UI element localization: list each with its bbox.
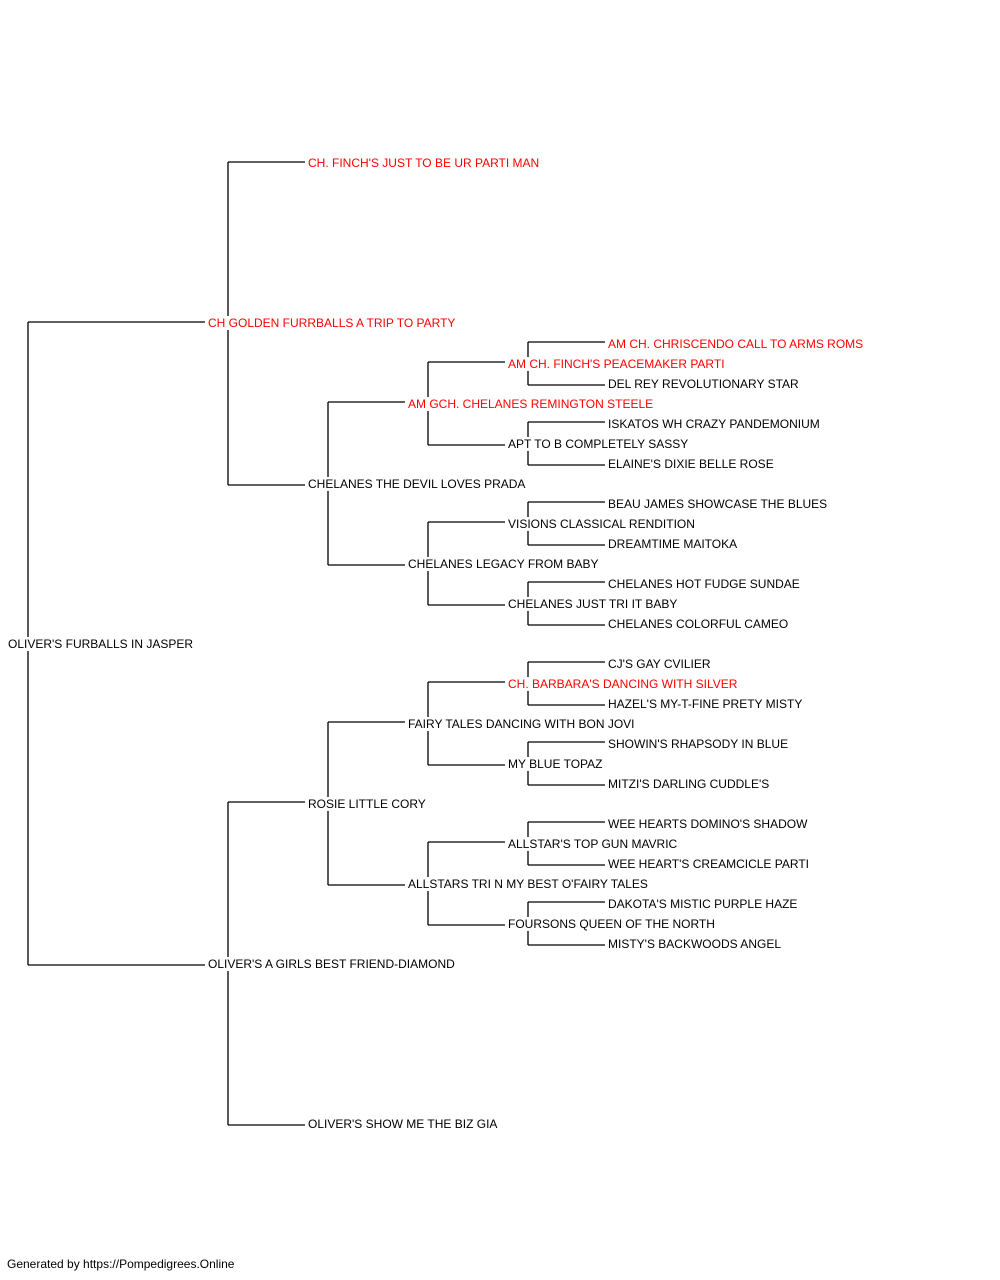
- pedigree-ancestor-gen6: CHELANES HOT FUDGE SUNDAE: [607, 577, 801, 591]
- pedigree-ancestor-gen5: MY BLUE TOPAZ: [507, 757, 604, 771]
- pedigree-ancestor-gen6: DEL REY REVOLUTIONARY STAR: [607, 377, 800, 391]
- pedigree-ancestor-gen6: AM CH. CHRISCENDO CALL TO ARMS ROMS: [607, 337, 865, 351]
- pedigree-ancestor-gen6: MISTY'S BACKWOODS ANGEL: [607, 937, 782, 951]
- pedigree-ancestor-gen5: AM CH. FINCH'S PEACEMAKER PARTI: [507, 357, 726, 371]
- pedigree-ancestor-gen5: CH. BARBARA'S DANCING WITH SILVER: [507, 677, 739, 691]
- generated-by-footer: Generated by https://Pompedigrees.Online: [7, 1257, 235, 1271]
- pedigree-dam: OLIVER'S A GIRLS BEST FRIEND-DIAMOND: [207, 957, 456, 971]
- pedigree-ancestor-gen6: ELAINE'S DIXIE BELLE ROSE: [607, 457, 775, 471]
- pedigree-ancestor-gen6: SHOWIN'S RHAPSODY IN BLUE: [607, 737, 790, 751]
- pedigree-ancestor-gen5: FOURSONS QUEEN OF THE NORTH: [507, 917, 716, 931]
- pedigree-ancestor-gen5: APT TO B COMPLETELY SASSY: [507, 437, 690, 451]
- pedigree-ancestor-gen6: BEAU JAMES SHOWCASE THE BLUES: [607, 497, 829, 511]
- pedigree-ancestor-gen5: CHELANES JUST TRI IT BABY: [507, 597, 679, 611]
- pedigree-ancestor-gen4: AM GCH. CHELANES REMINGTON STEELE: [407, 397, 655, 411]
- pedigree-ancestor-gen6: CHELANES COLORFUL CAMEO: [607, 617, 790, 631]
- pedigree-ancestor-gen6: DREAMTIME MAITOKA: [607, 537, 739, 551]
- pedigree-sire-dam: CHELANES THE DEVIL LOVES PRADA: [307, 477, 527, 491]
- pedigree-ancestor-gen4: FAIRY TALES DANCING WITH BON JOVI: [407, 717, 636, 731]
- pedigree-ancestor-gen6: MITZI'S DARLING CUDDLE'S: [607, 777, 771, 791]
- pedigree-sire: CH GOLDEN FURRBALLS A TRIP TO PARTY: [207, 316, 457, 330]
- pedigree-ancestor-gen5: VISIONS CLASSICAL RENDITION: [507, 517, 696, 531]
- pedigree-ancestor-gen6: ISKATOS WH CRAZY PANDEMONIUM: [607, 417, 821, 431]
- pedigree-subject: OLIVER'S FURBALLS IN JASPER: [7, 637, 195, 651]
- pedigree-ancestor-gen5: ALLSTAR'S TOP GUN MAVRIC: [507, 837, 679, 851]
- pedigree-ancestor-gen6: HAZEL'S MY-T-FINE PRETY MISTY: [607, 697, 804, 711]
- pedigree-ancestor-gen4: ALLSTARS TRI N MY BEST O'FAIRY TALES: [407, 877, 649, 891]
- pedigree-ancestor-gen6: CJ'S GAY CVILIER: [607, 657, 712, 671]
- pedigree-ancestor-gen6: WEE HEARTS DOMINO'S SHADOW: [607, 817, 809, 831]
- pedigree-dam-dam: OLIVER'S SHOW ME THE BIZ GIA: [307, 1117, 499, 1131]
- pedigree-ancestor-gen6: WEE HEART'S CREAMCICLE PARTI: [607, 857, 810, 871]
- pedigree-ancestor-gen4: CHELANES LEGACY FROM BABY: [407, 557, 600, 571]
- pedigree-dam-sire: ROSIE LITTLE CORY: [307, 797, 427, 811]
- pedigree-ancestor-gen6: DAKOTA'S MISTIC PURPLE HAZE: [607, 897, 799, 911]
- pedigree-sire-sire: CH. FINCH'S JUST TO BE UR PARTI MAN: [307, 156, 541, 170]
